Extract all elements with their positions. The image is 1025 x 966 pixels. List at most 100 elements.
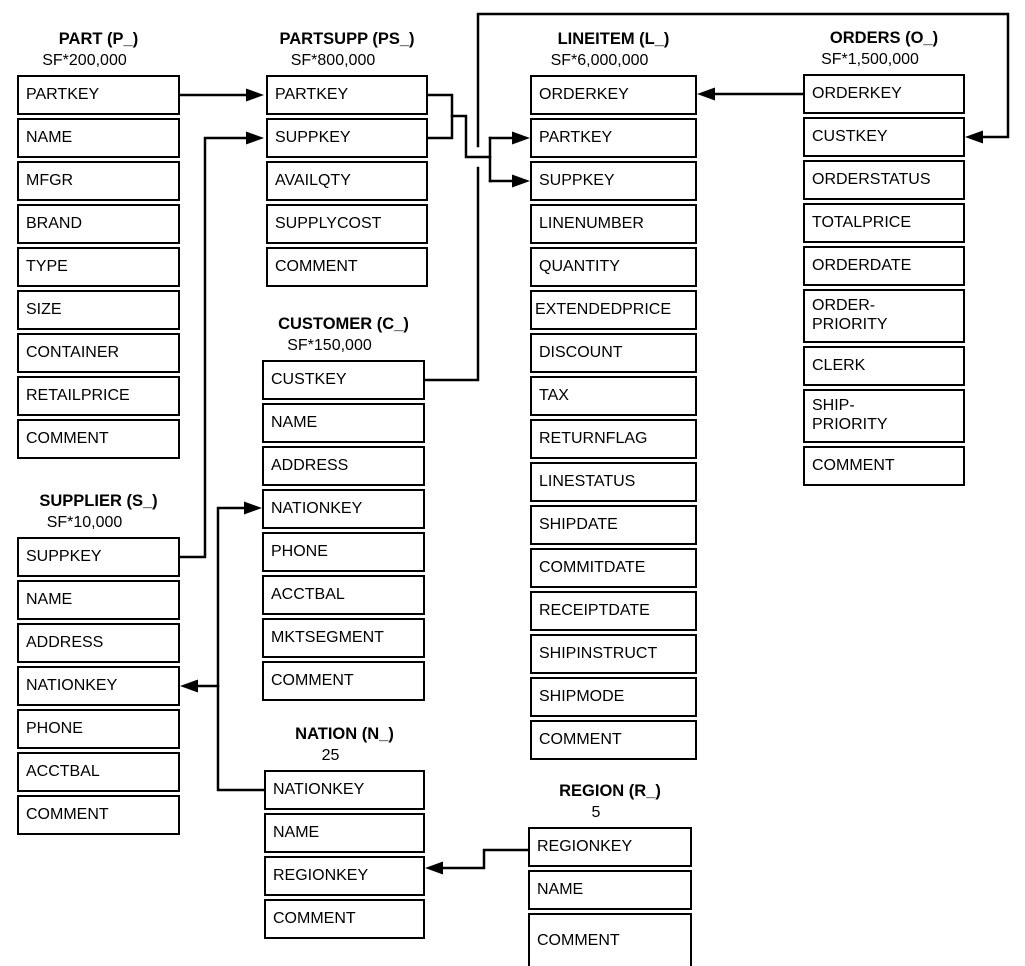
column-label: ORDERKEY: [539, 86, 629, 103]
orders-column-orderstatus: ORDERSTATUS: [803, 160, 965, 200]
region-column-name: NAME: [528, 870, 692, 910]
customer-table-cardinality: SF*150,000: [287, 337, 372, 354]
part-column-mfgr: MFGR: [17, 161, 180, 201]
column-label: ADDRESS: [271, 457, 349, 474]
arrowhead-icon: [180, 679, 198, 693]
column-label: SUPPLYCOST: [275, 215, 382, 232]
orders-column-custkey: CUSTKEY: [803, 117, 965, 157]
customer-table-title: CUSTOMER (C_): [278, 315, 409, 333]
lineitem-column-orderkey: ORDERKEY: [530, 75, 697, 115]
lineitem-column-linenumber: LINENUMBER: [530, 204, 697, 244]
lineitem-column-shipmode: SHIPMODE: [530, 677, 697, 717]
region-column-comment: COMMENT: [528, 913, 692, 966]
column-label: ORDERDATE: [812, 257, 912, 274]
column-label-line: ORDER-: [812, 297, 876, 314]
orders-column-orderdate: ORDERDATE: [803, 246, 965, 286]
column-label: PARTKEY: [539, 129, 613, 146]
column-label: NATIONKEY: [26, 677, 118, 694]
part-table-title: PART (P_): [58, 30, 139, 48]
column-label: REGIONKEY: [537, 838, 633, 855]
nation-column-comment: COMMENT: [264, 899, 425, 939]
customer-column-name: NAME: [262, 403, 425, 443]
column-label: TAX: [539, 387, 569, 404]
column-label: COMMENT: [271, 672, 354, 689]
orders-column-comment: COMMENT: [803, 446, 965, 486]
column-label: TYPE: [26, 258, 68, 275]
partsupp-table-cardinality: SF*800,000: [290, 52, 376, 69]
lineitem-column-suppkey: SUPPKEY: [530, 161, 697, 201]
lineitem-column-tax: TAX: [530, 376, 697, 416]
column-label: COMMENT: [537, 932, 620, 949]
partsupp-column-partkey: PARTKEY: [266, 75, 428, 115]
region-table-title: REGION (R_): [559, 782, 661, 800]
column-label-line: PRIORITY: [812, 316, 888, 333]
arrowhead-icon: [246, 131, 264, 145]
column-label: ORDERSTATUS: [812, 171, 931, 188]
part-column-size: SIZE: [17, 290, 180, 330]
lineitem-column-quantity: QUANTITY: [530, 247, 697, 287]
lineitem-column-receiptdate: RECEIPTDATE: [530, 591, 697, 631]
column-label: TOTALPRICE: [812, 214, 911, 231]
connector-line: [426, 93, 454, 140]
customer-column-acctbal: ACCTBAL: [262, 575, 425, 615]
orders-column-clerk: CLERK: [803, 346, 965, 386]
arrowhead-icon: [244, 501, 262, 515]
customer-column-phone: PHONE: [262, 532, 425, 572]
column-label: COMMENT: [539, 731, 622, 748]
partsupp-column-availqty: AVAILQTY: [266, 161, 428, 201]
region-table-cardinality: 5: [591, 804, 601, 821]
partsupp-column-suppkey: SUPPKEY: [266, 118, 428, 158]
column-label: ORDERKEY: [812, 85, 902, 102]
customer-column-comment: COMMENT: [262, 661, 425, 701]
column-label: PARTKEY: [275, 86, 349, 103]
supplier-column-suppkey: SUPPKEY: [17, 537, 180, 577]
column-label: CLERK: [812, 357, 866, 374]
column-label: ACCTBAL: [26, 763, 100, 780]
nation-column-name: NAME: [264, 813, 425, 853]
orders-table-title: ORDERS (O_): [829, 29, 939, 47]
orders-column-totalprice: TOTALPRICE: [803, 203, 965, 243]
lineitem-column-discount: DISCOUNT: [530, 333, 697, 373]
column-label: BRAND: [26, 215, 83, 232]
nation-table-title: NATION (N_): [295, 725, 394, 743]
column-label: RETURNFLAG: [539, 430, 648, 447]
column-label: AVAILQTY: [275, 172, 351, 189]
column-label: COMMITDATE: [539, 559, 646, 576]
supplier-column-address: ADDRESS: [17, 623, 180, 663]
arrowhead-icon: [246, 88, 264, 102]
column-label: PHONE: [271, 543, 328, 560]
supplier-table-cardinality: SF*10,000: [46, 514, 123, 531]
column-label: COMMENT: [275, 258, 358, 275]
column-label: COMMENT: [26, 430, 109, 447]
lineitem-column-shipdate: SHIPDATE: [530, 505, 697, 545]
part-table-cardinality: SF*200,000: [42, 52, 127, 69]
column-label: RECEIPTDATE: [539, 602, 650, 619]
lineitem-column-returnflag: RETURNFLAG: [530, 419, 697, 459]
arrowhead-icon: [512, 131, 530, 145]
lineitem-column-partkey: PARTKEY: [530, 118, 697, 158]
column-label: PHONE: [26, 720, 83, 737]
column-label: CUSTKEY: [271, 371, 347, 388]
column-label: ACCTBAL: [271, 586, 345, 603]
column-label: PARTKEY: [26, 86, 100, 103]
orders-column-order-priority: ORDER- PRIORITY: [803, 289, 965, 343]
column-label: REGIONKEY: [273, 867, 369, 884]
column-label: COMMENT: [273, 910, 356, 927]
nation-column-nationkey: NATIONKEY: [264, 770, 425, 810]
customer-column-address: ADDRESS: [262, 446, 425, 486]
partsupp-column-comment: COMMENT: [266, 247, 428, 287]
arrowhead-icon: [697, 87, 715, 101]
column-label: EXTENDEDPRICE: [535, 301, 672, 318]
partsupp-column-supplycost: SUPPLYCOST: [266, 204, 428, 244]
nation-column-regionkey: REGIONKEY: [264, 856, 425, 896]
lineitem-column-comment: COMMENT: [530, 720, 697, 760]
column-label: NATIONKEY: [273, 781, 365, 798]
connector-line: [441, 848, 530, 870]
part-column-name: NAME: [17, 118, 180, 158]
partsupp-table-title: PARTSUPP (PS_): [279, 30, 415, 48]
supplier-column-nationkey: NATIONKEY: [17, 666, 180, 706]
customer-column-custkey: CUSTKEY: [262, 360, 425, 400]
column-label: SHIPMODE: [539, 688, 625, 705]
column-label: NAME: [537, 881, 584, 898]
